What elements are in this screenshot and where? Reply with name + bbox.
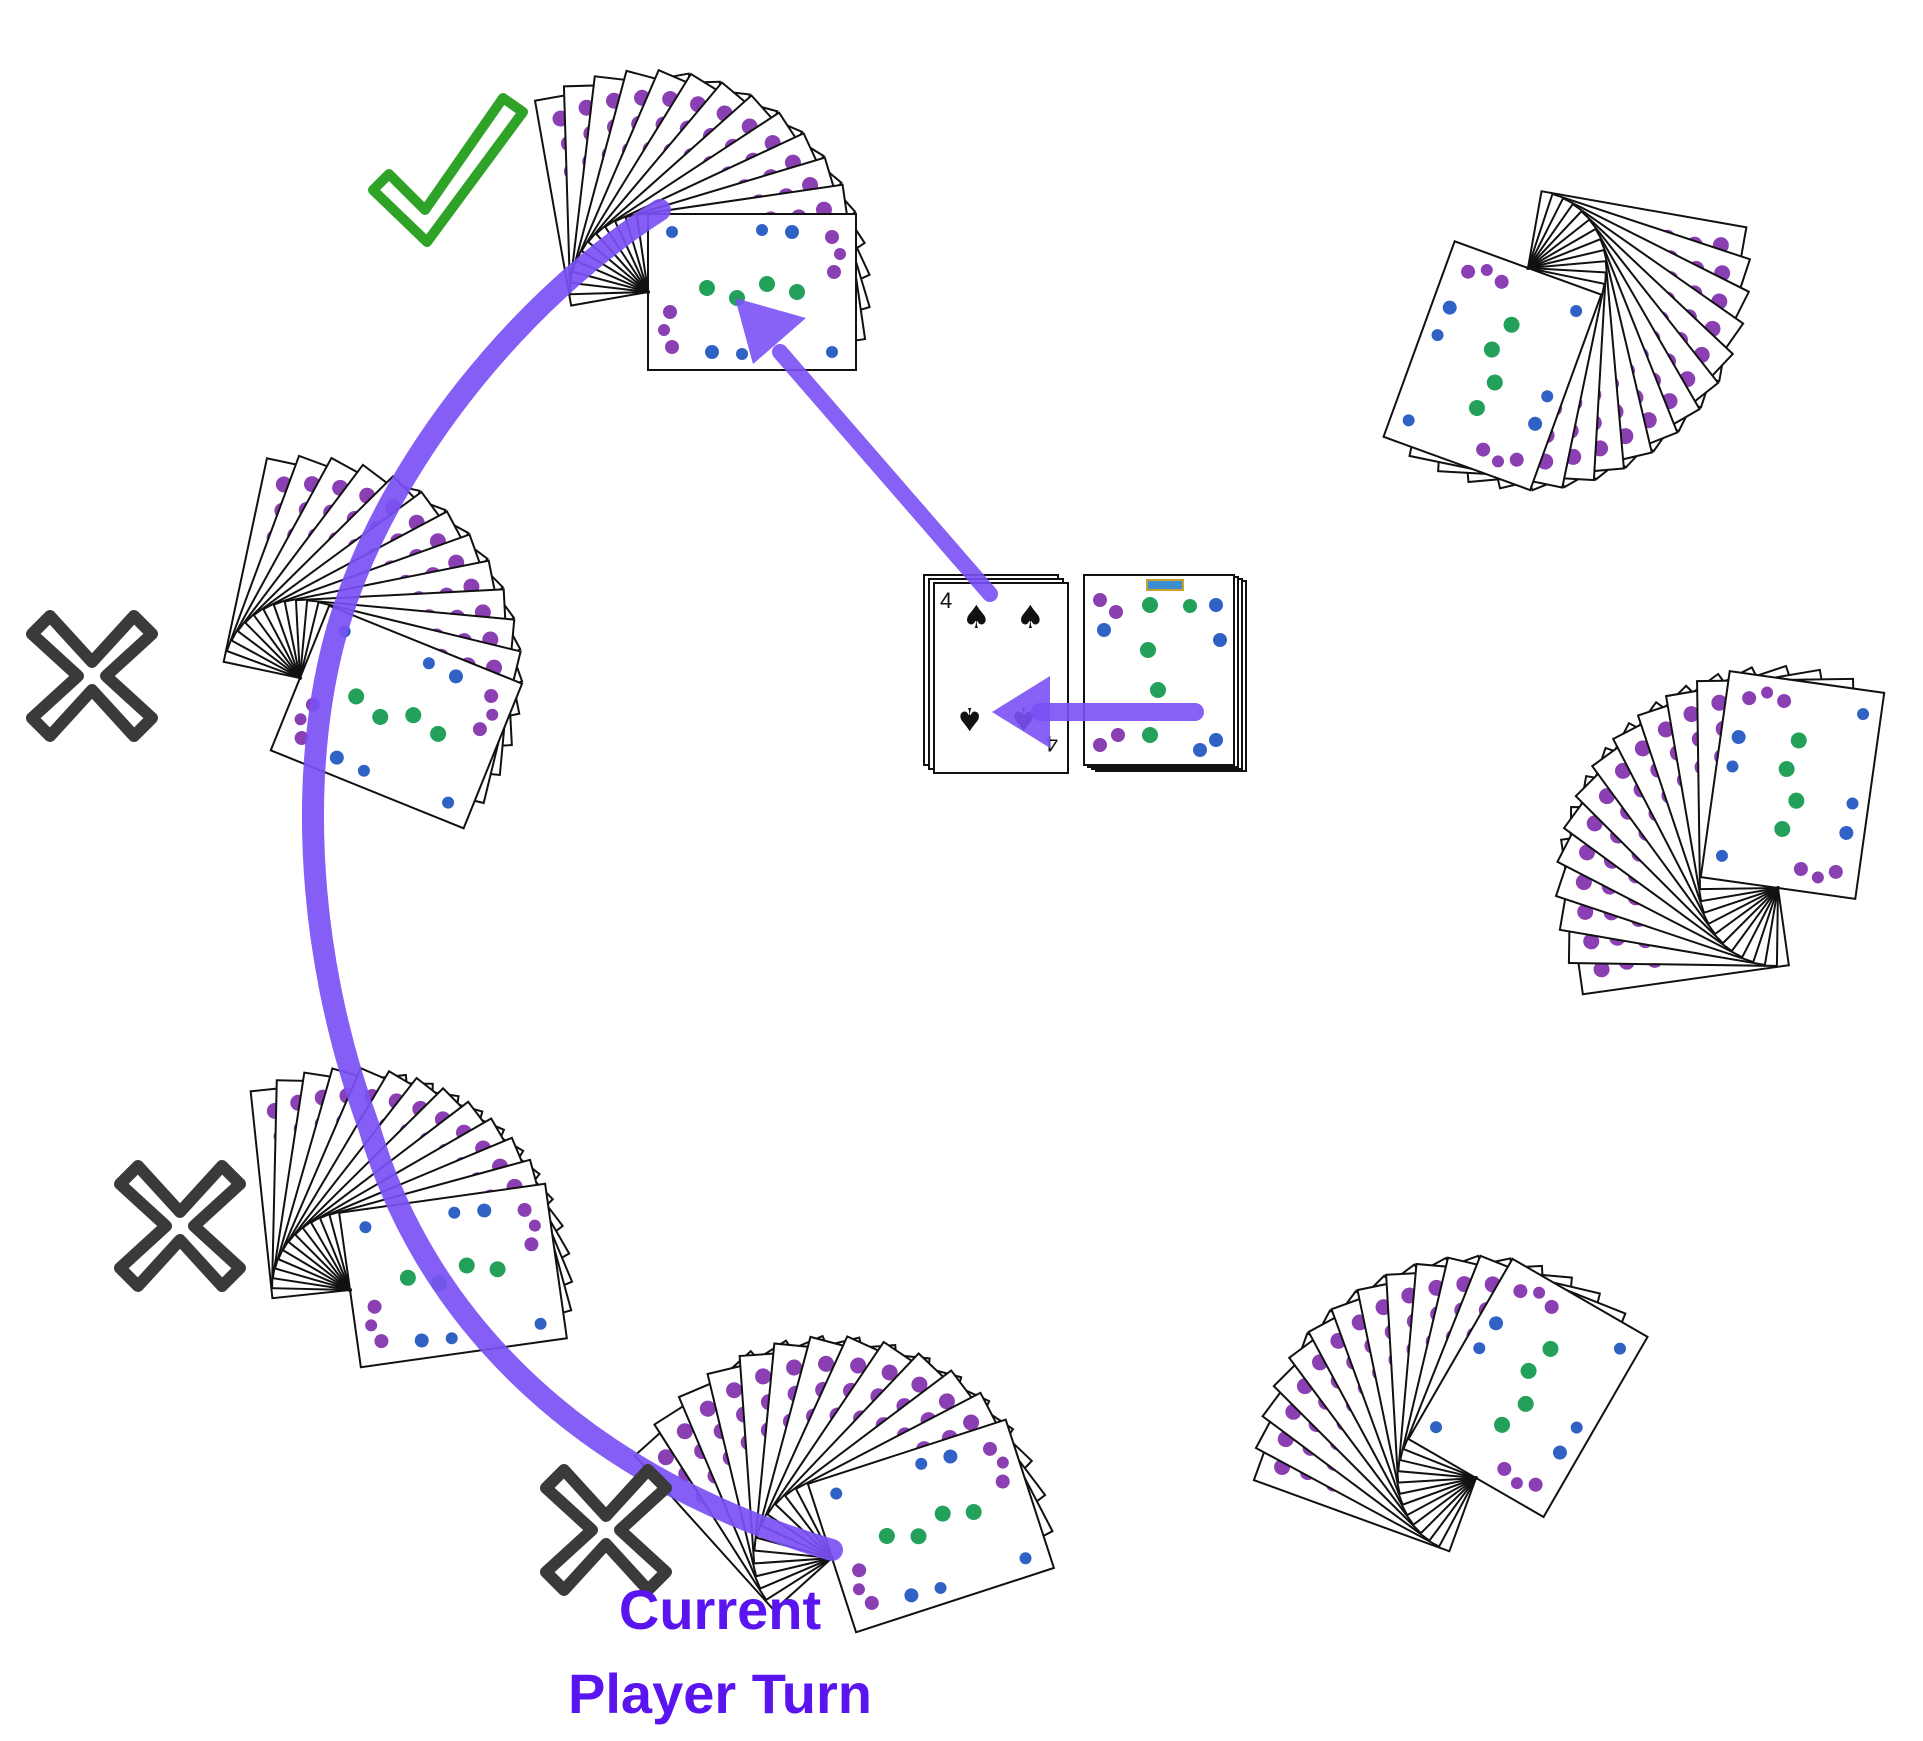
draw-pile[interactable] — [1083, 574, 1247, 772]
cross-mark-icon — [26, 610, 158, 742]
hand-pivot — [348, 1288, 352, 1292]
current-player-label-line2: Player Turn — [568, 1662, 872, 1725]
check-mark-icon — [368, 93, 528, 247]
hand-pivot — [298, 676, 302, 680]
cross-mark-icon — [114, 1160, 246, 1292]
current-player-label-line1: Current — [618, 1578, 822, 1641]
discard-pile[interactable]: 4 ♠ ♠ ♠ ♠ 4 — [923, 574, 1069, 774]
player-top-right-hand — [1382, 190, 1751, 492]
cross-mark-icon — [540, 1464, 672, 1596]
card-back — [338, 1182, 568, 1369]
player-top-hand — [534, 69, 871, 371]
card-back-pattern — [1093, 593, 1227, 757]
hand-pivot — [646, 290, 650, 294]
spade-icon: ♠ — [955, 700, 984, 738]
discard-rank-top: 4 — [940, 588, 952, 613]
player-right-hand — [1555, 665, 1886, 996]
spade-icon: ♠ — [1016, 598, 1045, 636]
player-lower-left-hand — [249, 1067, 574, 1369]
card-back-emblem-icon — [1146, 579, 1184, 591]
hand-pivot — [1474, 1476, 1478, 1480]
player-left-hand — [222, 454, 524, 830]
draw-to-discard-arrow — [992, 676, 1204, 748]
discard-to-player-arrow — [735, 298, 998, 602]
hand-pivot — [1526, 266, 1530, 270]
player-bottom-right-hand — [1252, 1254, 1649, 1553]
turn-order-arrow — [301, 199, 843, 1561]
hand-pivot — [1776, 886, 1780, 890]
card-back — [1699, 670, 1886, 900]
spade-icon: ♠ — [962, 598, 991, 636]
